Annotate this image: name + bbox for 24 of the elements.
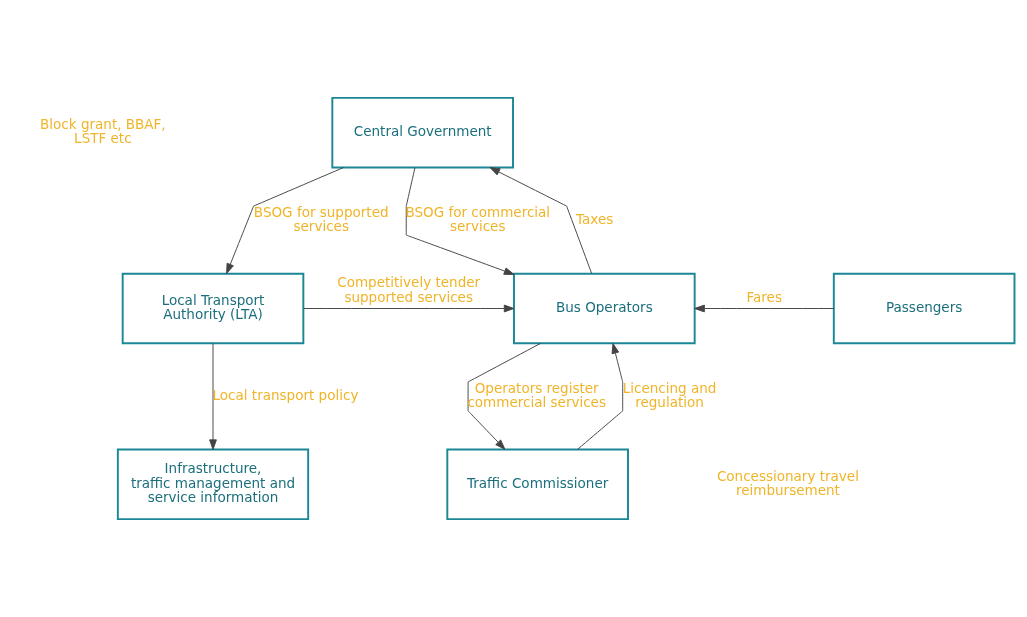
- label: Concessionary travel reimbursement: [716, 467, 859, 499]
- edge-label: BSOG for supported services: [253, 203, 389, 235]
- node-box: Traffic Commissioner: [446, 448, 629, 521]
- node-box: Bus Operators: [513, 272, 696, 345]
- edge-label: BSOG for commercial services: [405, 203, 551, 235]
- arrow: [303, 304, 515, 313]
- arrow: [489, 167, 593, 274]
- edge-label: Fares: [746, 288, 782, 305]
- edge-label: Operators register commercial services: [467, 379, 606, 411]
- node-box: Local Transport Authority (LTA): [121, 272, 305, 345]
- edge-label: Licencing and regulation: [622, 379, 717, 411]
- arrow: [576, 343, 624, 450]
- node-box: Passengers: [832, 272, 1016, 345]
- arrow: [226, 167, 345, 274]
- arrow: [209, 342, 217, 450]
- arrow: [694, 304, 835, 313]
- label: Block grant, BBAF, LSTF etc: [40, 115, 166, 147]
- node-box: Central Government: [331, 96, 514, 169]
- edge-label: Competitively tender supported services: [337, 274, 481, 305]
- node-box: Infrastructure, traffic management and service information: [116, 448, 310, 521]
- edge-label: Taxes: [576, 211, 614, 228]
- edge-label: Local transport policy: [212, 387, 359, 403]
- arrow: [467, 342, 542, 450]
- arrow: [405, 167, 515, 275]
